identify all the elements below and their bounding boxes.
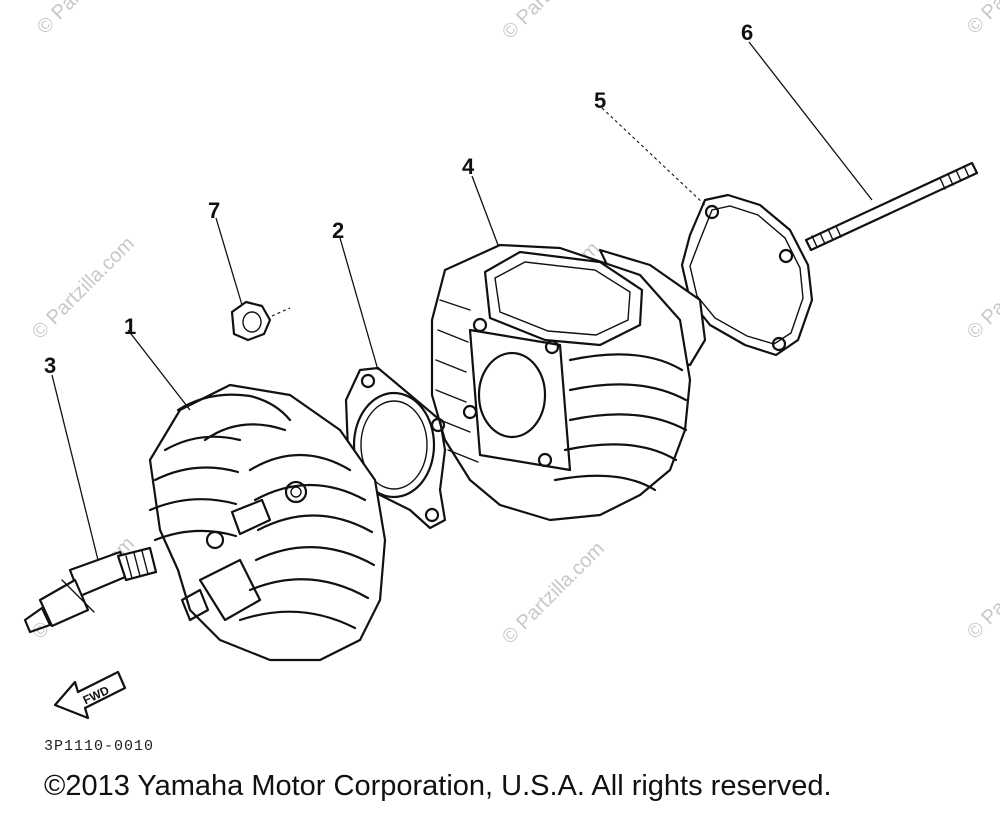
copyright-notice: ©2013 Yamaha Motor Corporation, U.S.A. A… bbox=[44, 770, 832, 802]
part-number-labels: 1 2 3 4 5 6 7 bbox=[44, 20, 753, 378]
watermark: © Partzilla.com bbox=[963, 0, 1000, 39]
watermark: © Partzilla.com bbox=[963, 233, 1000, 344]
front-arrow-label: FWD bbox=[81, 683, 112, 707]
part-7-nut bbox=[230, 300, 291, 342]
drawing-code: 3P1110-0010 bbox=[44, 738, 155, 755]
watermark: © Partzilla.com bbox=[498, 538, 609, 649]
part-3-spark-plug bbox=[23, 546, 158, 634]
part-number-7: 7 bbox=[208, 198, 220, 223]
part-number-1: 1 bbox=[124, 314, 136, 339]
watermark: © Partzilla.com bbox=[28, 233, 139, 344]
watermark: © Partzilla.com bbox=[963, 533, 1000, 644]
part-number-6: 6 bbox=[741, 20, 753, 45]
part-1-cylinder-head bbox=[148, 383, 387, 662]
part-number-4: 4 bbox=[462, 154, 475, 179]
part-number-3: 3 bbox=[44, 353, 56, 378]
front-direction-arrow: FWD bbox=[53, 670, 127, 720]
part-4-cylinder bbox=[430, 243, 707, 522]
part-6-stud-bolt bbox=[804, 161, 979, 252]
part-number-5: 5 bbox=[594, 88, 606, 113]
part-number-2: 2 bbox=[332, 218, 344, 243]
leader-lines bbox=[51, 41, 873, 561]
watermark: © Partzilla.com bbox=[33, 0, 144, 39]
watermark: © Partzilla.com bbox=[498, 0, 609, 44]
